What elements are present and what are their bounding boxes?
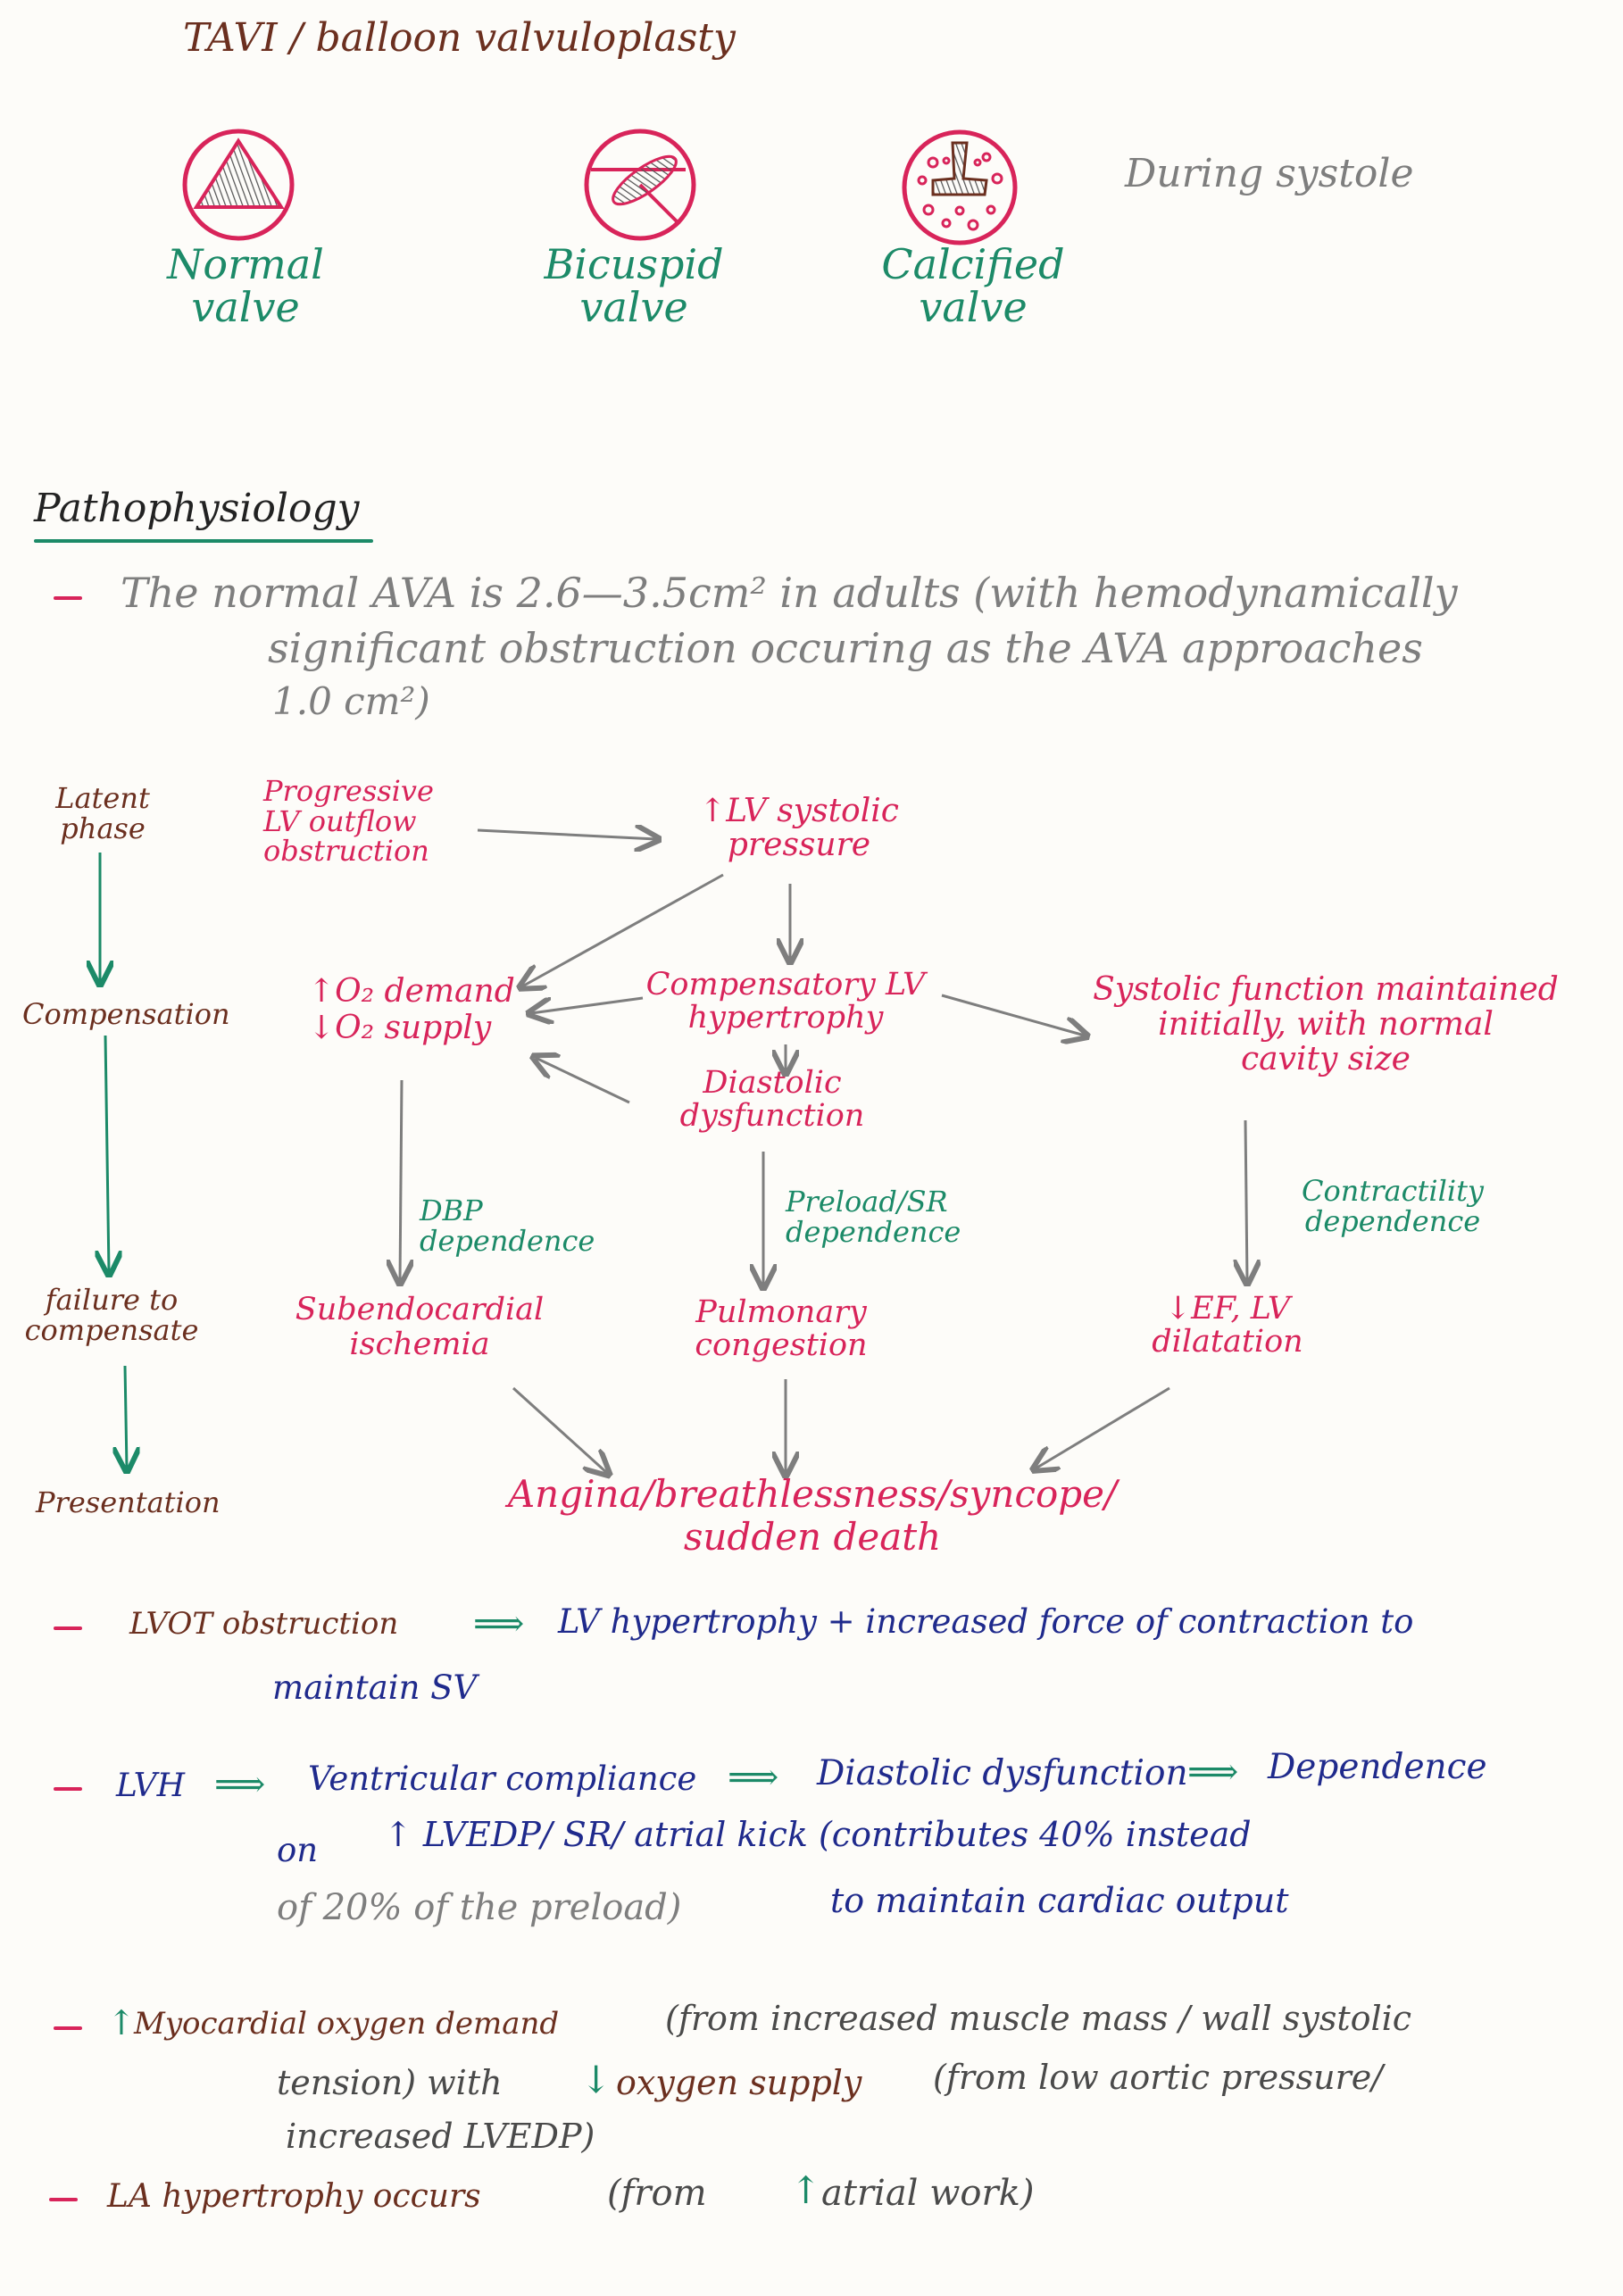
- note-myo-demand: Myocardial oxygen demand: [134, 2006, 560, 2042]
- note-lvot-effect: LV hypertrophy + increased force of cont…: [558, 1602, 1414, 1641]
- note-lvot-cause: LVOT obstruction: [129, 1606, 399, 1642]
- node-pulmonary: Pulmonary congestion: [695, 1294, 868, 1363]
- note-la: LA hypertrophy occurs: [107, 2178, 481, 2215]
- note-lvh-preload: of 20% of the preload): [277, 1887, 682, 1928]
- page-title: TAVI / balloon valvuloplasty: [183, 15, 736, 61]
- arrow-glyph: ⟹: [214, 1764, 266, 1805]
- ava-line-3: 1.0 cm²): [272, 679, 430, 723]
- note-lvh-on: on: [277, 1831, 319, 1869]
- bullet-dash: [54, 1626, 82, 1630]
- normal-valve-label: Normal valve: [167, 240, 324, 332]
- heading-underline: [34, 539, 373, 543]
- node-obstruction: Progressive LV outflow obstruction: [263, 774, 434, 869]
- label-dbp: DBP dependence: [420, 1194, 595, 1258]
- note-lvh-diastolic: Diastolic dysfunction: [817, 1753, 1188, 1793]
- bullet-dash: [54, 596, 82, 600]
- up-arrow-glyph: ↑: [107, 2003, 136, 2042]
- note-myo-aortic: (from low aortic pressure/: [933, 2058, 1384, 2097]
- flow-arrows: [0, 0, 1623, 1607]
- bullet-dash: [49, 2198, 78, 2201]
- node-diastolic: Diastolic dysfunction: [679, 1065, 865, 1134]
- note-la-from: (from: [607, 2173, 707, 2214]
- node-systolic: Systolic function maintained initially, …: [1093, 971, 1559, 1077]
- down-arrow-glyph: ↓: [580, 2058, 612, 2101]
- note-lvh: LVH: [116, 1768, 186, 1804]
- arrow-glyph: ⟹: [473, 1603, 525, 1644]
- arrow-glyph: ⟹: [1187, 1751, 1239, 1793]
- label-preload: Preload/SR dependence: [786, 1185, 961, 1249]
- calcified-valve-label: Calcified valve: [881, 240, 1065, 332]
- note-lvh-dependence: Dependence: [1268, 1747, 1487, 1787]
- note-myo-tension: tension) with: [277, 2063, 503, 2102]
- note-lvh-lvedp: ↑ LVEDP/ SR/ atrial kick (contributes 40…: [384, 1815, 1252, 1854]
- phase-presentation: Presentation: [36, 1485, 221, 1519]
- arrow-glyph: ⟹: [728, 1757, 779, 1798]
- node-ischemia: Subendocardial ischemia: [295, 1292, 545, 1362]
- note-lvh-output: to maintain cardiac output: [830, 1881, 1289, 1920]
- ava-line-1: The normal AVA is 2.6—3.5cm² in adults (…: [121, 569, 1458, 617]
- note-myo-supply: oxygen supply: [616, 2063, 862, 2102]
- note-lvh-compliance: Ventricular compliance: [308, 1759, 697, 1798]
- node-lv-pressure: ↑LV systolic pressure: [699, 793, 899, 863]
- section-heading: Pathophysiology: [34, 486, 360, 531]
- node-ef: ↓EF, LV dilatation: [1152, 1291, 1303, 1360]
- note-la-work: atrial work): [821, 2173, 1035, 2214]
- bicuspid-valve-label: Bicuspid valve: [544, 240, 724, 332]
- node-hypertrophy: Compensatory LV hypertrophy: [645, 967, 926, 1036]
- bicuspid-valve-drawing: [584, 129, 696, 241]
- systole-note: During systole: [1125, 151, 1414, 196]
- note-lvot-effect-2: maintain SV: [272, 1668, 478, 1707]
- phase-failure: failure to compensate: [24, 1283, 199, 1347]
- phase-compensation: Compensation: [22, 997, 230, 1031]
- normal-valve-drawing: [182, 129, 295, 241]
- ava-line-2: significant obstruction occuring as the …: [268, 624, 1423, 672]
- bullet-dash: [54, 1787, 82, 1791]
- note-myo-source: (from increased muscle mass / wall systo…: [665, 1999, 1412, 2038]
- node-o2-balance: ↑O₂ demand ↓O₂ supply: [308, 973, 515, 1047]
- label-contractility: Contractility dependence: [1301, 1174, 1484, 1238]
- bullet-dash: [54, 2026, 82, 2030]
- phase-latent: Latent phase: [55, 781, 150, 845]
- note-myo-lvedp: increased LVEDP): [286, 2117, 595, 2156]
- calcified-valve-drawing: [902, 129, 1018, 245]
- up-arrow-glyph: ↑: [790, 2168, 822, 2212]
